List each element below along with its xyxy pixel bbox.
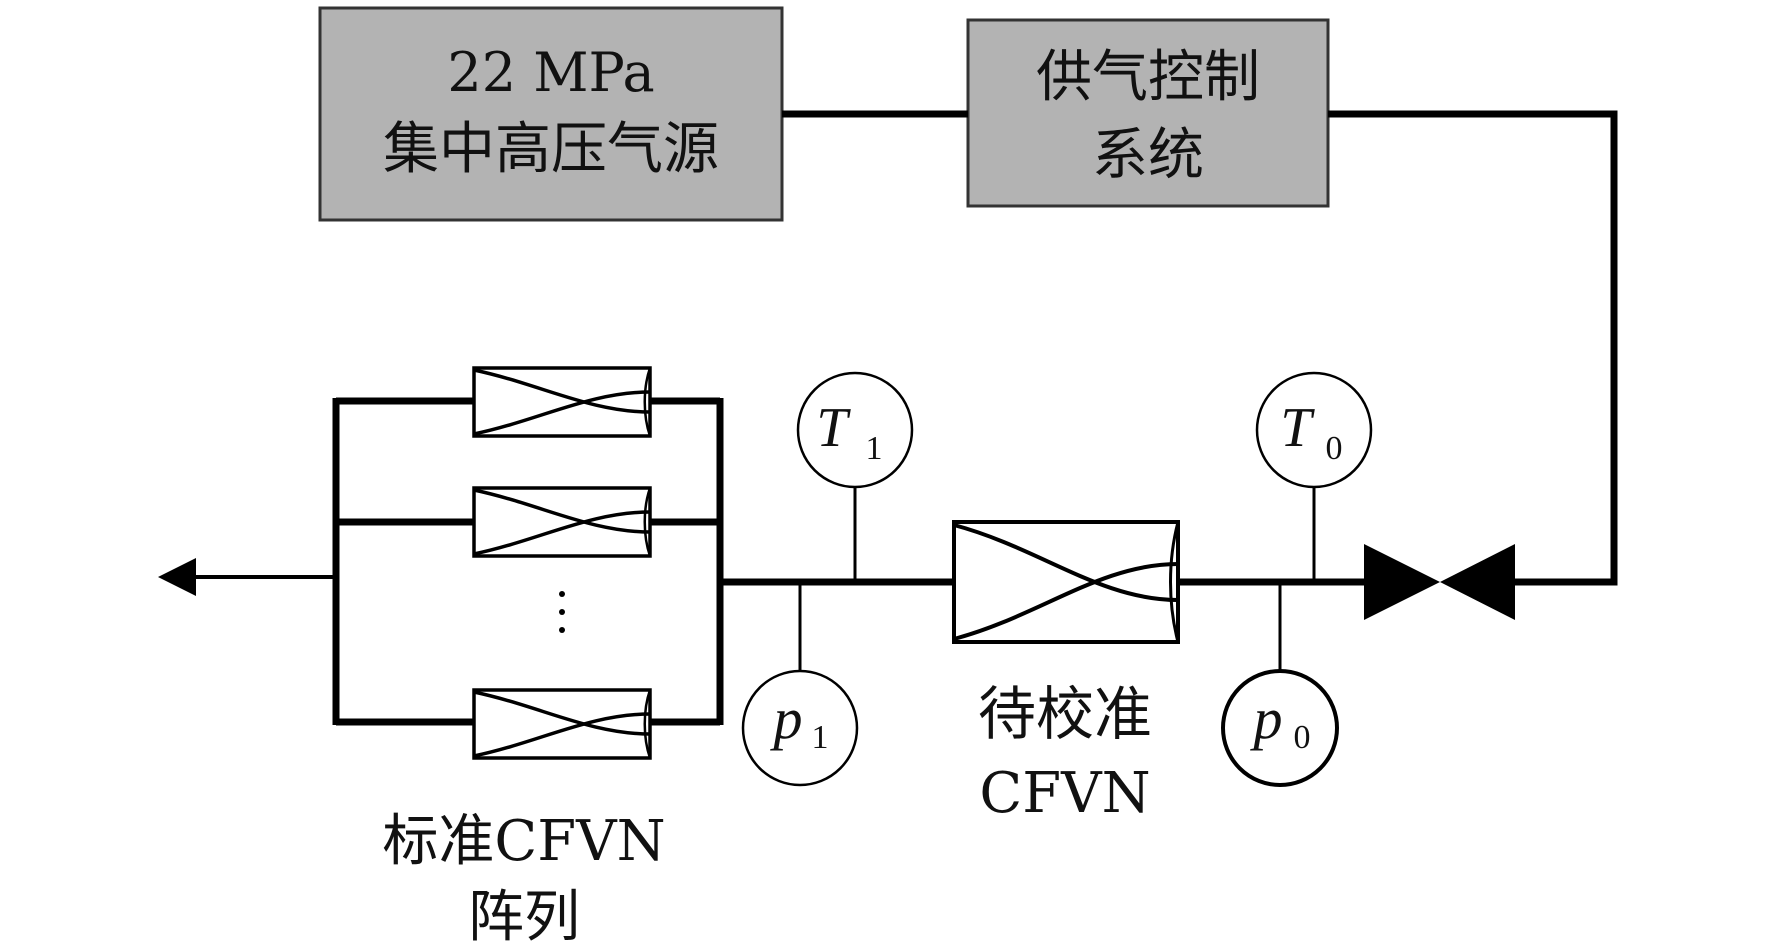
- standard-venturi-icon-2: [472, 486, 652, 558]
- standard-venturi-icon-1: [472, 366, 652, 438]
- supply-pipe: [782, 110, 1618, 586]
- t1-subscript: 1: [866, 430, 883, 467]
- p0-symbol: p: [1250, 686, 1283, 751]
- dut-venturi-icon: [952, 520, 1180, 644]
- p1-symbol: p: [770, 686, 803, 751]
- p1-subscript: 1: [812, 719, 829, 756]
- valve-icon: [1364, 544, 1515, 620]
- supply-control-line2: 系统: [1092, 123, 1204, 188]
- ellipsis-icon: [559, 591, 565, 633]
- gas-source-line2: 集中高压气源: [383, 117, 719, 182]
- outlet-arrow-icon: [158, 558, 336, 596]
- t0-gauge: T 0: [1255, 371, 1373, 489]
- gas-source-box: 22 MPa 集中高压气源: [318, 6, 784, 222]
- t1-symbol: T: [816, 397, 851, 459]
- gauge-stems: [798, 486, 1316, 672]
- array-label-line1: 标准CFVN: [382, 809, 665, 874]
- dut-label-line2: CFVN: [979, 761, 1150, 826]
- t0-subscript: 0: [1326, 430, 1343, 467]
- supply-control-box: 供气控制 系统: [966, 18, 1330, 208]
- gas-source-line1: 22 MPa: [447, 41, 654, 104]
- t0-symbol: T: [1280, 397, 1315, 459]
- dut-label-line1: 待校准: [978, 680, 1152, 748]
- array-label-line2: 阵列: [468, 885, 580, 950]
- p0-gauge: p 0: [1221, 669, 1339, 787]
- array-manifold: [332, 397, 724, 726]
- standard-venturi-icon-3: [472, 688, 652, 760]
- supply-control-line1: 供气控制: [1036, 45, 1260, 110]
- p1-gauge: p 1: [741, 669, 859, 787]
- p0-subscript: 0: [1294, 719, 1311, 756]
- t1-gauge: T 1: [796, 371, 914, 489]
